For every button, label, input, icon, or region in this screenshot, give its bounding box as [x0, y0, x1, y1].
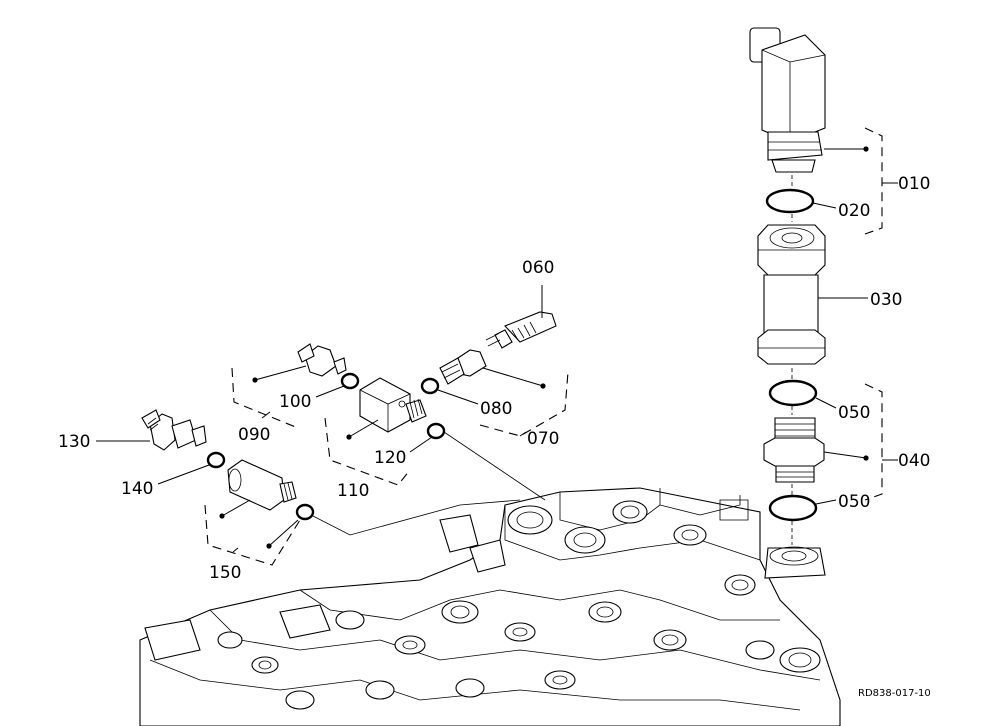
valve-port-right [764, 546, 826, 579]
adapter-150 [227, 459, 297, 511]
o-ring-150 [295, 503, 315, 521]
callout-140: 140 [121, 479, 153, 499]
callout-110: 110 [337, 481, 369, 501]
callout-130: 130 [58, 432, 90, 452]
callout-090: 090 [238, 425, 270, 445]
extension-adapter-030 [757, 224, 826, 365]
block-110 [359, 377, 427, 433]
o-ring-020 [765, 188, 815, 214]
callout-040: 040 [898, 451, 930, 471]
tee-fitting-130 [141, 409, 207, 451]
fitting-100 [297, 343, 347, 377]
fitting-070 [439, 349, 487, 385]
callout-050-upper: 050 [838, 403, 870, 423]
control-valve-block [139, 487, 841, 726]
bracket-040 [864, 383, 883, 501]
callout-010: 010 [898, 174, 930, 194]
bracket-010 [864, 127, 883, 235]
o-ring-100 [340, 372, 360, 390]
callout-060: 060 [522, 258, 554, 278]
callout-120: 120 [374, 448, 406, 468]
callout-070: 070 [527, 429, 559, 449]
fitting-060 [485, 311, 557, 349]
pressure-switch-010 [749, 27, 826, 173]
callout-100: 100 [279, 392, 311, 412]
o-ring-050-lower [768, 494, 818, 522]
adapter-040 [763, 417, 825, 483]
callout-150: 150 [209, 563, 241, 583]
callout-030: 030 [870, 290, 902, 310]
callout-020: 020 [838, 201, 870, 221]
bracket-090 [231, 367, 299, 429]
reference-code: RD838-017-10 [858, 688, 931, 699]
bracket-110 [324, 417, 411, 486]
o-ring-120 [426, 422, 446, 440]
bracket-150 [204, 504, 301, 566]
o-ring-080 [420, 377, 440, 395]
callout-080: 080 [480, 399, 512, 419]
callout-050-lower: 050 [838, 492, 870, 512]
o-ring-140 [206, 451, 226, 469]
o-ring-050-upper [768, 379, 818, 407]
bracket-070 [479, 371, 569, 437]
